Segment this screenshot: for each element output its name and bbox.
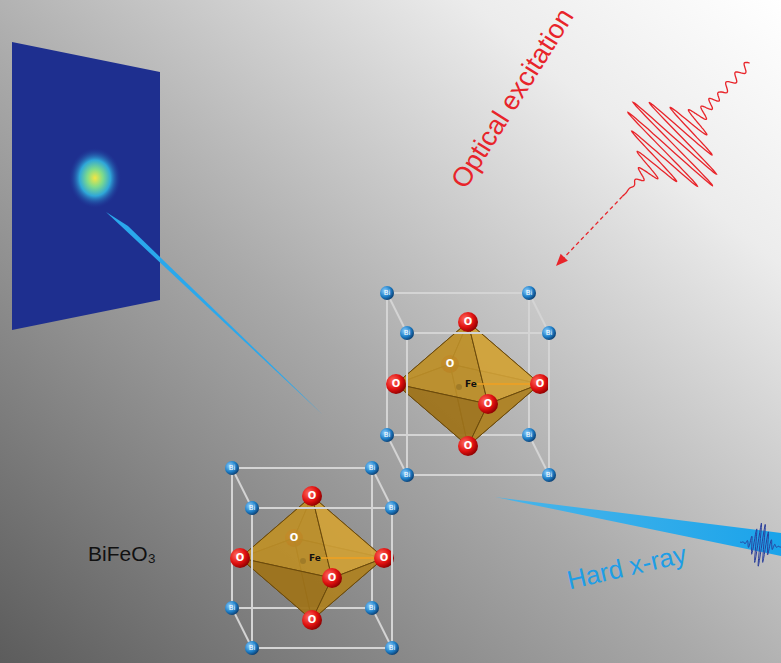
optical-pulse-tail [722,62,750,93]
atom-label: Bi [369,465,376,472]
unit-cell [225,461,399,655]
bi-atom [225,601,239,615]
bi-atom [380,428,394,442]
atom-label: Bi [369,605,376,612]
bi-atom [385,641,399,655]
atom-label: Bi [389,645,396,652]
xray-beam [495,497,781,556]
cell-edge [391,508,393,648]
cell-edge [231,468,233,608]
atom-label: O [308,615,317,625]
atom-label: O [464,317,473,327]
o-atom [302,486,322,506]
bi-atom [522,286,536,300]
cell-edge [407,332,549,334]
o-atom [478,394,498,414]
atom-label: Bi [546,472,553,479]
cell-edge [406,333,408,475]
atom-label: Bi [384,432,391,439]
o-atom [302,610,322,630]
bi-atom [522,428,536,442]
atom-label: Fe [309,554,321,563]
atom-label: O [328,573,337,583]
atom-label: Bi [546,330,553,337]
octahedron-face [312,558,384,620]
atom-label: Bi [404,472,411,479]
atom-label: Bi [249,505,256,512]
atom-label: Bi [229,465,236,472]
o-atom [530,374,550,394]
atom-label: O [290,533,299,543]
o-atom [230,548,250,568]
material-label: BiFeO₃ [88,543,156,564]
o-atom [458,436,478,456]
unit-cell [380,286,556,482]
bi-atom [380,286,394,300]
atom-label: Bi [526,432,533,439]
arrowhead [556,254,568,266]
atom-label: O [392,379,401,389]
atom-label: Bi [384,290,391,297]
cell-edge [252,507,392,509]
cell-edge [386,293,388,435]
bi-atom [245,501,259,515]
xray-pulse [740,523,781,566]
atom-label: O [236,553,245,563]
bi-atom [542,326,556,340]
cell-edge [528,293,530,435]
atom-label: O [484,399,493,409]
cell-edge [251,508,253,648]
optical-path [563,196,622,258]
cell-edge [387,292,529,294]
bi-atom [365,461,379,475]
octahedron-face [468,384,540,446]
atom-label: Bi [229,605,236,612]
bi-atom [225,461,239,475]
atom-label: Fe [465,380,477,389]
bi-atom [245,641,259,655]
diffracted-beam [106,212,322,414]
bond [312,557,384,559]
atom-label: Bi [249,645,256,652]
optical-pulse [622,92,722,196]
atom-label: O [308,491,317,501]
diffraction-spot [69,148,121,208]
cell-edge [232,467,372,469]
atom-label: Bi [526,290,533,297]
o-atom [386,374,406,394]
o-atom [322,568,342,588]
bi-atom [400,326,414,340]
cell-edge [371,468,373,608]
detector-panel [12,42,160,330]
cell-edge [407,474,549,476]
atom-label: O [536,379,545,389]
bi-atom [400,468,414,482]
bond [468,383,540,385]
atom-label: O [380,553,389,563]
o-atom [458,312,478,332]
cell-edge [252,647,392,649]
atom-label: O [446,359,455,369]
cell-edge [548,333,550,475]
bi-atom [385,501,399,515]
bi-atom [542,468,556,482]
bi-atom [365,601,379,615]
atom-label: O [464,441,473,451]
atom-label: Bi [389,505,396,512]
atom-label: Bi [404,330,411,337]
